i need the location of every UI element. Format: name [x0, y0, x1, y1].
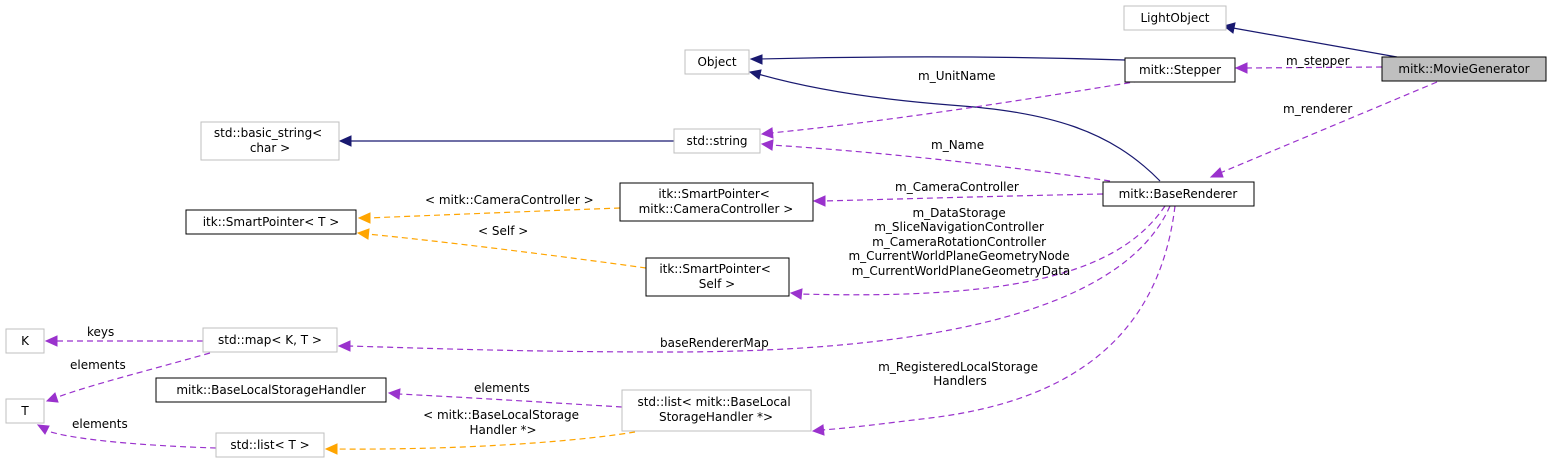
label-camera-template: < mitk::CameraController > [425, 193, 594, 207]
node-basic-string-label: std::basic_string< char > [214, 126, 326, 155]
node-movie-generator[interactable]: mitk::MovieGenerator [1381, 56, 1547, 82]
edge-std-string-inherits-basic-string [338, 135, 674, 147]
node-smartpointer-camera-label: itk::SmartPointer< mitk::CameraControlle… [639, 187, 794, 216]
edge-movie-generator-inherits-light-object [1222, 22, 1398, 58]
node-object[interactable]: Object [684, 49, 750, 75]
label-m-renderer: m_renderer [1283, 102, 1352, 116]
edge-movie-generator-uses-base-renderer [1209, 81, 1438, 178]
node-base-local-storage-handler[interactable]: mitk::BaseLocalStorageHandler [155, 377, 387, 403]
node-base-renderer[interactable]: mitk::BaseRenderer [1102, 181, 1255, 207]
edge-smartpointer-self-instantiates-smartpointer-t [356, 228, 647, 269]
label-self-template: < Self > [478, 224, 528, 238]
label-elements-handler: elements [474, 381, 530, 395]
edge-base-renderer-uses-smartpointer-self [789, 205, 1166, 300]
label-handler-template-line: < mitk::BaseLocalStorage [423, 408, 579, 422]
node-base-renderer-label: mitk::BaseRenderer [1119, 187, 1238, 201]
node-base-local-storage-handler-label: mitk::BaseLocalStorageHandler [176, 383, 365, 397]
node-std-list-handler-line: StorageHandler *> [659, 410, 773, 424]
node-std-string-label: std::string [686, 134, 747, 148]
node-std-list-handler[interactable]: std::list< mitk::BaseLocal StorageHandle… [621, 389, 812, 432]
edge-base-renderer-uses-smartpointer-camera [812, 193, 1104, 207]
node-smartpointer-self-line: itk::SmartPointer< [659, 262, 771, 276]
edge-std-map-uses-t [45, 352, 211, 403]
node-smartpointer-t[interactable]: itk::SmartPointer< T > [185, 209, 357, 235]
label-keys: keys [87, 325, 114, 339]
label-m-cameracontroller: m_CameraController [895, 180, 1019, 194]
edge-smartpointer-camera-instantiates-smartpointer-t [357, 207, 621, 224]
edges [36, 22, 1438, 455]
node-object-label: Object [697, 55, 736, 69]
node-std-list-handler-line: std::list< mitk::BaseLocal [637, 395, 790, 409]
label-multi-member: m_CurrentWorldPlaneGeometryData [852, 264, 1071, 278]
edge-base-renderer-inherits-object [748, 69, 1161, 182]
node-basic-string[interactable]: std::basic_string< char > [200, 121, 340, 161]
label-m-stepper: m_stepper [1286, 54, 1350, 68]
label-handler-template: < mitk::BaseLocalStorage Handler *> [423, 408, 583, 437]
node-movie-generator-label: mitk::MovieGenerator [1398, 62, 1529, 76]
edge-std-list-t-uses-t [36, 424, 217, 449]
node-basic-string-line: std::basic_string< [214, 126, 322, 140]
label-multi-member: m_SliceNavigationController [874, 220, 1044, 234]
node-k[interactable]: K [5, 328, 45, 354]
label-registered-handlers-line: Handlers [933, 374, 987, 388]
node-std-string[interactable]: std::string [673, 128, 761, 154]
label-multi-member: m_CurrentWorldPlaneGeometryNode [848, 249, 1069, 263]
node-std-map[interactable]: std::map< K, T > [202, 327, 338, 353]
node-smartpointer-camera[interactable]: itk::SmartPointer< mitk::CameraControlle… [619, 182, 814, 222]
node-std-list-t-label: std::list< T > [230, 438, 309, 452]
label-elements-map: elements [70, 358, 126, 372]
node-std-list-t[interactable]: std::list< T > [215, 432, 325, 458]
edge-stepper-inherits-object [749, 54, 1126, 65]
node-smartpointer-self-label: itk::SmartPointer< Self > [659, 262, 774, 291]
node-smartpointer-self[interactable]: itk::SmartPointer< Self > [645, 257, 790, 297]
node-smartpointer-t-label: itk::SmartPointer< T > [203, 215, 340, 229]
edge-base-renderer-uses-std-list-handler [811, 205, 1176, 436]
node-t-label: T [20, 404, 29, 418]
edge-std-list-handler-instantiates-std-list-t [324, 431, 636, 455]
label-m-unitname: m_UnitName [918, 69, 996, 83]
node-smartpointer-camera-line: mitk::CameraController > [639, 202, 794, 216]
node-stepper[interactable]: mitk::Stepper [1124, 57, 1236, 83]
label-registered-handlers-line: m_RegisteredLocalStorage [878, 360, 1038, 374]
node-std-map-label: std::map< K, T > [218, 333, 322, 347]
label-elements-list: elements [72, 417, 128, 431]
nodes: LightObject Object mitk::Stepper mitk::M… [5, 5, 1547, 458]
label-multi-member: m_DataStorage [912, 206, 1005, 220]
edge-stepper-uses-std-string [760, 80, 1141, 139]
node-smartpointer-camera-line: itk::SmartPointer< [658, 187, 770, 201]
label-handler-template-line: Handler *> [469, 423, 536, 437]
node-stepper-label: mitk::Stepper [1139, 63, 1221, 77]
node-std-list-handler-label: std::list< mitk::BaseLocal StorageHandle… [637, 395, 794, 424]
node-light-object[interactable]: LightObject [1123, 5, 1227, 31]
node-smartpointer-self-line: Self > [699, 277, 735, 291]
edge-std-map-uses-k [44, 335, 203, 347]
edge-movie-generator-uses-stepper [1234, 62, 1383, 74]
label-m-name: m_Name [931, 138, 984, 152]
label-multi-members: m_DataStorage m_SliceNavigationControlle… [848, 206, 1073, 278]
edge-base-renderer-uses-std-map [337, 205, 1171, 353]
edge-labels: m_stepper m_UnitName m_renderer m_Name m… [70, 54, 1352, 437]
label-base-renderer-map: baseRendererMap [660, 336, 769, 350]
node-t[interactable]: T [5, 398, 45, 424]
node-light-object-label: LightObject [1140, 11, 1209, 25]
node-k-label: K [21, 334, 30, 348]
label-registered-handlers: m_RegisteredLocalStorage Handlers [878, 360, 1042, 388]
edge-base-renderer-uses-std-string [760, 139, 1111, 182]
edge-std-list-handler-uses-base-local-storage-handler [387, 388, 623, 408]
label-multi-member: m_CameraRotationController [872, 235, 1046, 249]
node-basic-string-line: char > [250, 141, 290, 155]
